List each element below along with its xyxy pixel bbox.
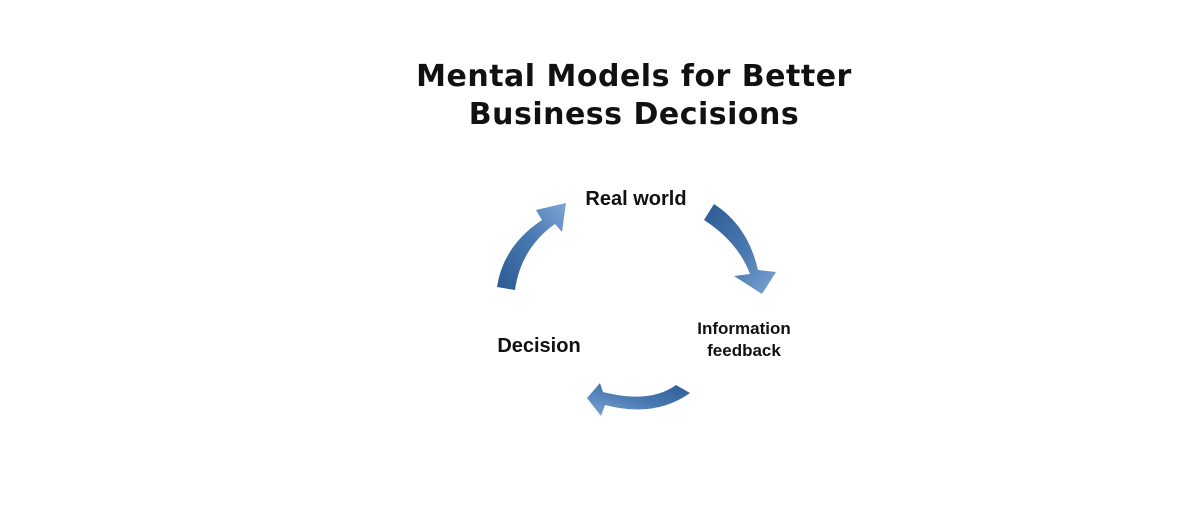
arrow-realworld-to-feedback — [704, 204, 776, 294]
arrow-decision-to-realworld — [497, 203, 566, 290]
arrow-feedback-to-decision — [587, 383, 690, 416]
node-decision: Decision — [497, 335, 581, 357]
node-information-feedback-line-1: Information — [697, 319, 791, 338]
diagram-title: Mental Models for Better Business Decisi… — [330, 58, 938, 134]
node-information-feedback-line-2: feedback — [707, 341, 781, 360]
node-information-feedback: Information feedback — [674, 318, 814, 362]
node-real-world: Real world — [585, 188, 687, 210]
title-line-1: Mental Models for Better — [416, 59, 852, 94]
title-line-2: Business Decisions — [468, 97, 800, 132]
